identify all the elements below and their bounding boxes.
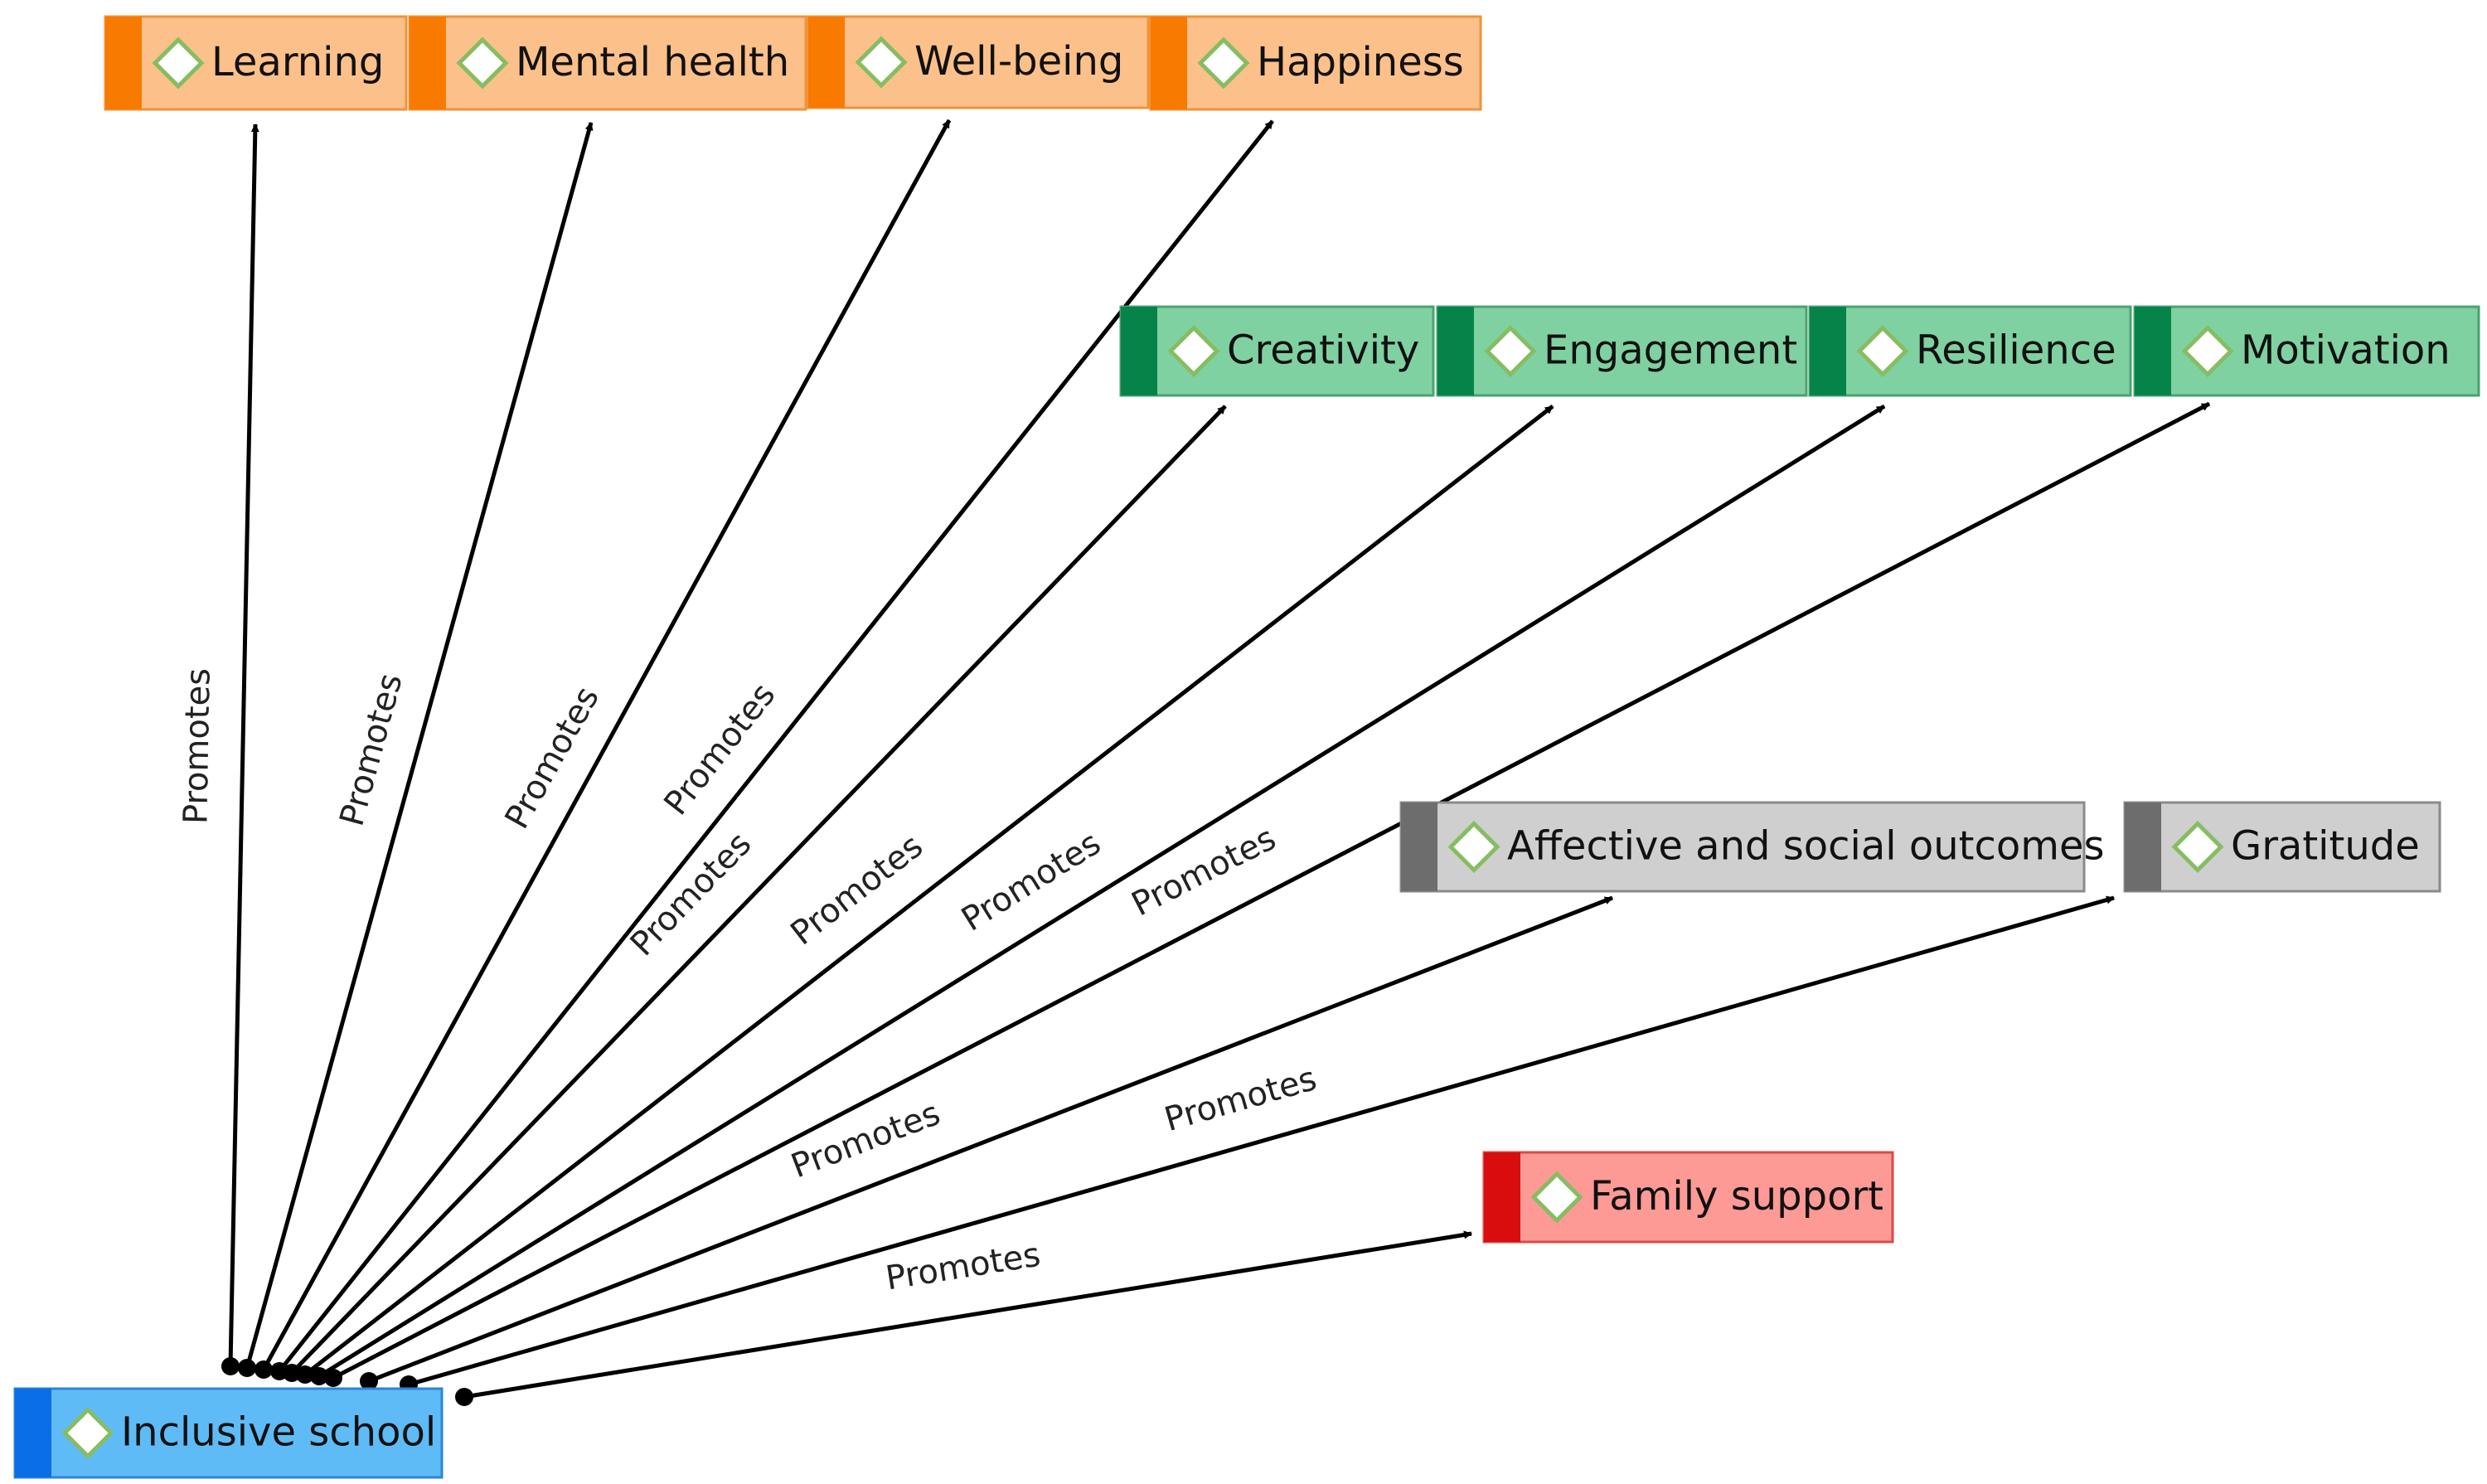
- node-accent-bar: [410, 17, 446, 109]
- node-label: Resilience: [1916, 327, 2116, 374]
- node-accent-bar: [2135, 307, 2171, 395]
- diamond-icon: [1530, 1171, 1583, 1224]
- diamond-icon: [1197, 36, 1250, 90]
- diamond-icon: [2171, 820, 2224, 874]
- diamond-icon: [61, 1406, 114, 1460]
- edge-line[interactable]: [303, 405, 1554, 1376]
- node-label: Mental health: [516, 39, 789, 85]
- diamond-icon: [1167, 324, 1220, 378]
- node-well-being[interactable]: Well-being: [807, 15, 1150, 109]
- node-gratitude[interactable]: Gratitude: [2123, 801, 2441, 893]
- node-accent-bar: [15, 1389, 51, 1477]
- edge-line[interactable]: [368, 895, 1613, 1384]
- diamond-icon: [456, 36, 509, 90]
- diamond-icon: [855, 36, 908, 89]
- edge-line[interactable]: [318, 404, 1886, 1379]
- node-accent-bar: [808, 17, 845, 108]
- edge-start-dot: [296, 1365, 314, 1384]
- node-family-support[interactable]: Family support: [1482, 1151, 1894, 1244]
- edge-start-dot: [455, 1388, 473, 1406]
- node-affective-social[interactable]: Affective and social outcomes: [1399, 801, 2105, 893]
- diamond-icon: [2181, 324, 2234, 378]
- node-label: Inclusive school: [121, 1409, 436, 1456]
- node-motivation[interactable]: Motivation: [2133, 305, 2480, 397]
- edge-motivation[interactable]: Promotes: [324, 401, 2211, 1387]
- edge-label: Promotes: [333, 670, 410, 831]
- node-accent-bar: [1121, 307, 1157, 395]
- diamond-icon: [1484, 324, 1537, 378]
- node-accent-bar: [1484, 1152, 1520, 1242]
- edge-label: Promotes: [784, 827, 930, 953]
- node-accent-bar: [1151, 17, 1187, 109]
- edge-start-dot: [255, 1360, 273, 1379]
- node-accent-bar: [105, 17, 142, 109]
- edge-start-dot: [324, 1369, 342, 1387]
- node-accent-bar: [1437, 307, 1474, 395]
- edge-label: Promotes: [955, 824, 1108, 939]
- edge-label: Promotes: [1126, 819, 1282, 924]
- node-label: Engagement: [1544, 327, 1797, 374]
- node-accent-bar: [2125, 803, 2161, 891]
- nodes-layer: Learning Mental health Well-being Happiness…: [13, 15, 2480, 1479]
- node-label: Happiness: [1257, 39, 1464, 85]
- edge-learning[interactable]: Promotes: [177, 124, 259, 1375]
- edge-line[interactable]: [228, 124, 259, 1367]
- edge-label: Promotes: [657, 677, 783, 822]
- edge-creativity[interactable]: Promotes: [283, 405, 1227, 1382]
- edge-line[interactable]: [463, 1230, 1472, 1399]
- edge-start-dot: [360, 1372, 378, 1390]
- edge-line[interactable]: [261, 119, 952, 1371]
- node-label: Creativity: [1227, 327, 1419, 374]
- diamond-icon: [1856, 324, 1909, 378]
- edge-label: Promotes: [177, 668, 217, 825]
- node-label: Learning: [211, 39, 384, 85]
- node-label: Affective and social outcomes: [1507, 823, 2105, 870]
- node-resilience[interactable]: Resilience: [1808, 305, 2132, 397]
- node-box[interactable]: [1482, 1151, 1894, 1244]
- edge-family-support[interactable]: Promotes: [455, 1230, 1472, 1406]
- node-happiness[interactable]: Happiness: [1149, 15, 1482, 111]
- edge-label: Promotes: [498, 681, 607, 836]
- edge-line[interactable]: [332, 401, 2211, 1380]
- edge-line[interactable]: [245, 122, 594, 1369]
- edge-label: Promotes: [623, 825, 759, 963]
- edge-line[interactable]: [290, 405, 1227, 1375]
- node-accent-bar: [1401, 803, 1437, 891]
- node-label: Well-being: [914, 38, 1123, 85]
- node-label: Motivation: [2241, 327, 2451, 374]
- edge-line[interactable]: [278, 119, 1274, 1373]
- diamond-icon: [1447, 820, 1500, 874]
- node-accent-bar: [1810, 307, 1846, 395]
- edge-line[interactable]: [408, 895, 2115, 1387]
- edge-start-dot: [283, 1364, 301, 1382]
- edge-label: Promotes: [786, 1094, 945, 1186]
- node-box[interactable]: [1399, 801, 2086, 893]
- node-creativity[interactable]: Creativity: [1119, 305, 1435, 397]
- node-engagement[interactable]: Engagement: [1436, 305, 1808, 397]
- node-label: Family support: [1590, 1173, 1883, 1220]
- edge-affective-social[interactable]: Promotes: [360, 895, 1613, 1390]
- edge-label: Promotes: [883, 1236, 1043, 1298]
- diamond-icon: [152, 36, 205, 90]
- edge-gratitude[interactable]: Promotes: [400, 895, 2115, 1394]
- edge-start-dot: [238, 1359, 256, 1377]
- edge-start-dot: [310, 1367, 328, 1385]
- node-learning[interactable]: Learning: [104, 15, 408, 111]
- node-inclusive-school[interactable]: Inclusive school: [13, 1387, 444, 1479]
- node-label: Gratitude: [2231, 823, 2420, 870]
- edge-start-dot: [221, 1357, 240, 1375]
- edge-label: Promotes: [1161, 1060, 1321, 1139]
- node-mental-health[interactable]: Mental health: [408, 15, 807, 111]
